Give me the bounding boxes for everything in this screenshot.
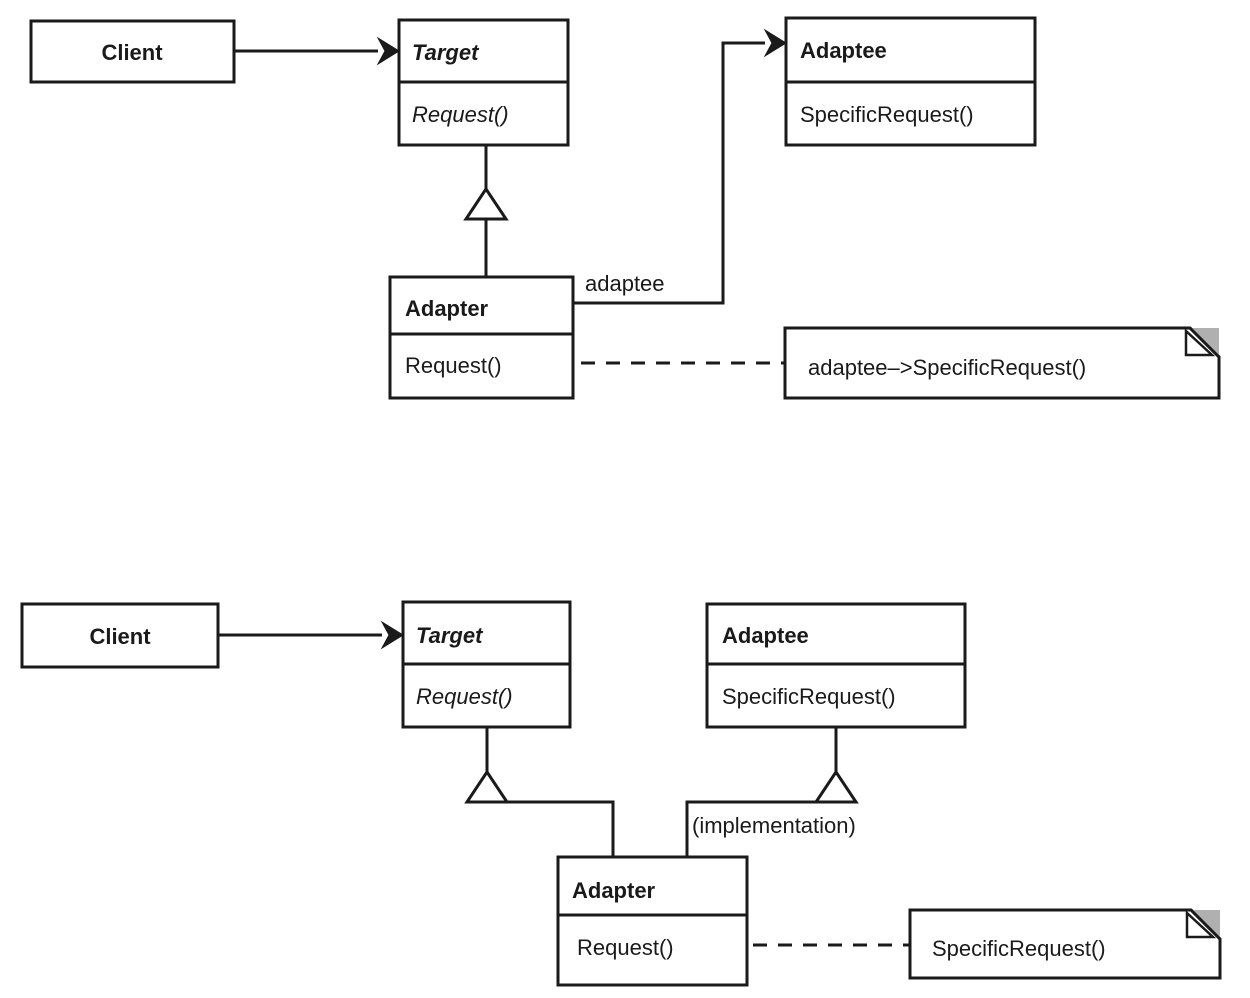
generalization-triangle-icon [813, 769, 859, 804]
note-box-top[interactable]: adaptee–>SpecificRequest() [783, 326, 1221, 400]
relation-adapter-to-adaptee-top[interactable]: adaptee [573, 28, 787, 305]
relation-adapter-inherits-target-bottom[interactable] [464, 727, 615, 857]
note-fold-flap-icon [1184, 328, 1216, 357]
class-name-label: Adapter [405, 296, 489, 321]
relation-client-to-target-top[interactable] [234, 36, 400, 66]
class-box-adaptee-top[interactable]: Adaptee SpecificRequest() [784, 16, 1037, 147]
note-text: adaptee–>SpecificRequest() [808, 355, 1086, 380]
class-box-client-bottom[interactable]: Client [20, 602, 220, 669]
arrowhead-filled-icon [380, 620, 404, 650]
figure-object-adapter: adaptee Client Target [29, 16, 1221, 400]
generalization-triangle-icon [463, 186, 509, 221]
class-operation-label: Request() [405, 353, 502, 378]
class-box-frame [20, 602, 220, 669]
class-operation-label: SpecificRequest() [722, 684, 896, 709]
class-box-target-top[interactable]: Target Request() [397, 18, 570, 147]
class-box-target-bottom[interactable]: Target Request() [401, 600, 572, 729]
class-name-label: Target [416, 623, 484, 648]
class-operation-label: Request() [412, 102, 509, 127]
generalization-triangle-icon [464, 769, 510, 804]
class-name-label: Adaptee [800, 38, 887, 63]
class-name-label: Adapter [572, 878, 656, 903]
generalization-polyline-lower [685, 800, 836, 857]
relation-adapter-inherits-target-top[interactable] [463, 145, 509, 277]
relation-note-anchor-top [541, 355, 785, 371]
class-box-frame [29, 19, 236, 84]
relation-client-to-target-bottom[interactable] [218, 620, 404, 650]
class-box-adapter-bottom[interactable]: Adapter Request() [556, 855, 749, 987]
arrowhead-filled-icon [763, 28, 787, 58]
class-box-frame [388, 275, 575, 400]
note-fold-flap-icon [1185, 910, 1217, 939]
note-text: SpecificRequest() [932, 936, 1106, 961]
note-fold-diagonal [1188, 326, 1221, 359]
class-operation-label: Request() [577, 935, 674, 960]
relation-role-label: adaptee [585, 271, 665, 296]
association-polyline [573, 41, 765, 305]
class-operation-label: SpecificRequest() [800, 102, 974, 127]
arrowhead-filled-icon [376, 36, 400, 66]
class-name-label: Client [101, 40, 163, 65]
class-box-client-top[interactable]: Client [29, 19, 236, 84]
generalization-polyline-lower [487, 800, 615, 857]
note-frame [908, 908, 1222, 980]
class-box-adapter-top[interactable]: Adapter Request() [388, 275, 575, 400]
note-box-bottom[interactable]: SpecificRequest() [908, 908, 1222, 980]
figure-class-adapter: (implementation) Client Target Request() [20, 600, 1222, 987]
relation-adapter-inherits-adaptee-bottom[interactable]: (implementation) [685, 727, 859, 857]
class-box-frame [556, 855, 749, 987]
class-name-label: Adaptee [722, 623, 809, 648]
class-name-label: Target [412, 40, 480, 65]
relation-stereotype-label: (implementation) [692, 813, 856, 838]
class-operation-label: Request() [416, 684, 513, 709]
class-name-label: Client [89, 624, 151, 649]
class-box-adaptee-bottom[interactable]: Adaptee SpecificRequest() [705, 602, 967, 729]
note-fold-diagonal [1189, 908, 1222, 941]
note-frame [783, 326, 1221, 400]
